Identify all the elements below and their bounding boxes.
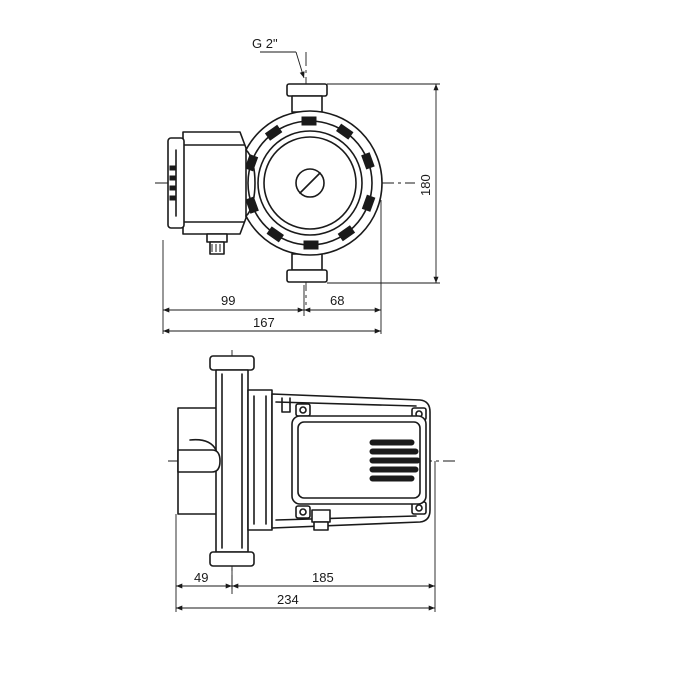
height-dimension-label: 180 <box>418 174 433 196</box>
side-view: 49 185 234 <box>168 350 455 612</box>
length-dimensions <box>175 461 436 612</box>
thread-label: G 2" <box>252 36 278 51</box>
width-dimensions <box>162 200 382 334</box>
bottom-connector <box>311 509 331 531</box>
width-left-label: 99 <box>221 293 235 308</box>
motor-flange <box>247 389 273 531</box>
terminal-box <box>167 131 256 235</box>
length-right-label: 185 <box>312 570 334 585</box>
top-view: G 2" 180 99 68 167 <box>155 36 440 334</box>
pump-housing <box>237 110 383 256</box>
pipe-body <box>177 355 255 567</box>
height-dimension <box>327 83 440 284</box>
housing-ribs <box>244 116 376 250</box>
thread-callout <box>260 51 305 79</box>
width-right-label: 68 <box>330 293 344 308</box>
cable-gland <box>206 233 228 255</box>
length-total-label: 234 <box>277 592 299 607</box>
bottom-flange <box>286 253 328 283</box>
vent-slots <box>369 439 421 482</box>
length-left-label: 49 <box>194 570 208 585</box>
control-box <box>291 415 427 505</box>
width-total-label: 167 <box>253 315 275 330</box>
top-flange <box>286 83 328 113</box>
